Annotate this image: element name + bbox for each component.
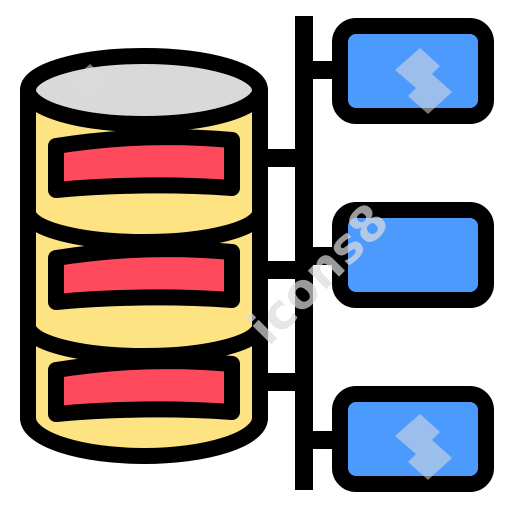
icons8-logo — [70, 48, 452, 480]
node-box-2 — [332, 202, 494, 308]
segment-slot-2 — [48, 241, 240, 310]
database-cylinder — [20, 48, 268, 464]
segment-slot-1 — [48, 129, 240, 198]
network-lines — [262, 16, 345, 490]
cylinder-top — [20, 48, 268, 132]
segment-slot-3 — [48, 353, 240, 422]
